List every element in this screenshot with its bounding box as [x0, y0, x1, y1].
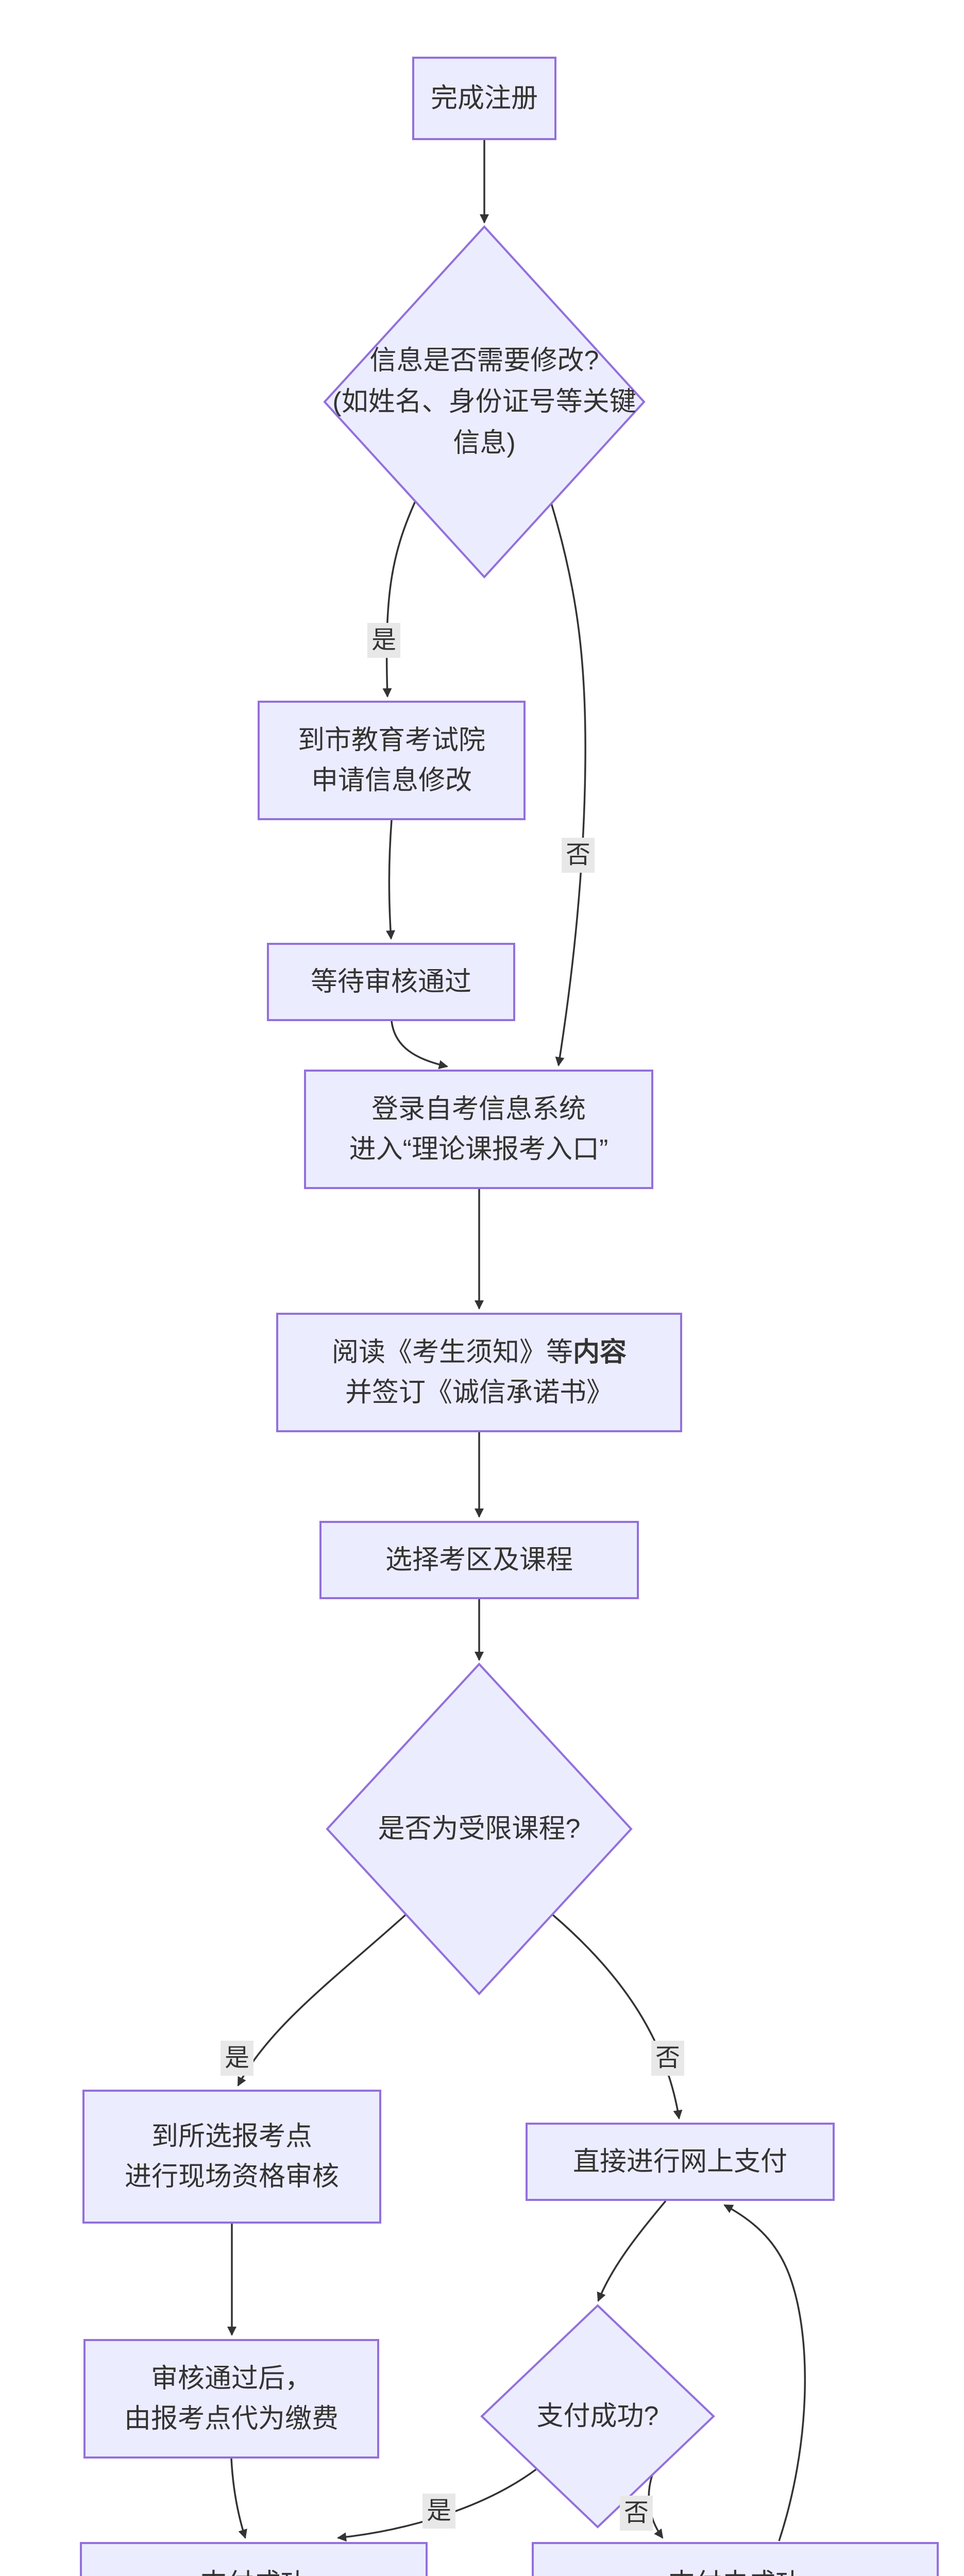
edge-needmodify-no-to-login — [550, 503, 586, 1066]
node-register: 完成注册 — [412, 57, 556, 140]
edge-label-no-restricted: 否 — [651, 2041, 685, 2076]
node-wait-review: 等待审核通过 — [267, 943, 515, 1021]
edge-label-no-paid: 否 — [619, 2496, 653, 2531]
edge-label-no-modify: 否 — [561, 838, 595, 873]
read-notice-line1-prefix: 阅读《考生须知》等 — [331, 1337, 573, 1367]
edge-applymodify-to-waitreview — [385, 820, 395, 940]
edge-onlinepay-to-paysuccessq — [597, 2200, 667, 2302]
node-agency-pay: 审核通过后， 由报考点代为缴费 — [83, 2339, 379, 2459]
decision-pay-success — [480, 2304, 715, 2529]
edge-label-yes-paid: 是 — [422, 2494, 456, 2529]
node-pay-success: 支付成功 课程锁定，报考费不退 — [80, 2542, 428, 2576]
node-select-course: 选择考区及课程 — [319, 1521, 639, 1599]
decision-restricted-course — [326, 1663, 633, 1995]
node-online-pay: 直接进行网上支付 — [526, 2123, 835, 2201]
read-notice-line2: 并签订《诚信承诺书》 — [345, 1378, 613, 1408]
node-apply-modify: 到市教育考试院 申请信息修改 — [258, 701, 526, 820]
node-read-notice: 阅读《考生须知》等内容 并签订《诚信承诺书》 — [276, 1313, 682, 1432]
edge-restricted-no-to-onlinepay — [551, 1913, 683, 2120]
edge-agencypay-to-paysuccess — [230, 2458, 247, 2539]
node-pay-fail: 支付未成功 可返回修改课程或重新支付 — [532, 2542, 939, 2576]
edge-payfail-return-to-onlinepay — [723, 2204, 806, 2541]
node-onsite-review: 到所选报考点 进行现场资格审核 — [82, 2090, 381, 2224]
node-login-system: 登录自考信息系统 进入“理论课报考入口” — [304, 1070, 653, 1189]
edge-label-yes-modify: 是 — [367, 623, 401, 658]
node-register-label: 完成注册 — [430, 83, 538, 113]
read-notice-line1-bold: 内容 — [573, 1337, 627, 1367]
edge-needmodify-yes-to-applymodify — [382, 501, 416, 698]
edge-label-yes-restricted: 是 — [220, 2041, 254, 2076]
decision-need-modify — [323, 225, 646, 579]
edge-restricted-yes-to-onsite — [237, 1913, 407, 2087]
edge-waitreview-to-login — [391, 1021, 448, 1070]
